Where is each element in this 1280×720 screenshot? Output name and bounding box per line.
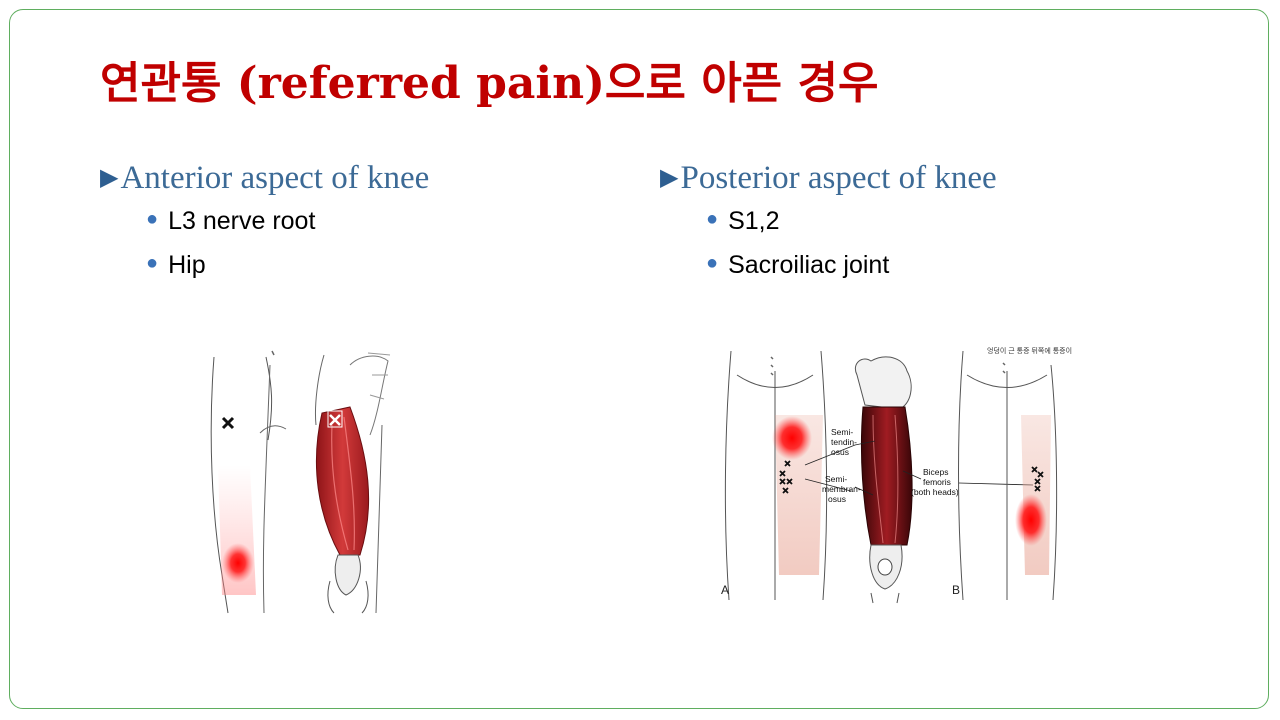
label-semimembranosus-2: membran-: [822, 484, 861, 494]
label-biceps-2: femoris: [923, 477, 951, 487]
label-biceps-1: Biceps: [923, 467, 949, 477]
corner-note: 엉덩이 근 통증 뒤쪽에 통증이: [987, 346, 1072, 355]
hamstring-pain-spot-a: [772, 416, 812, 460]
triangle-bullet-icon: ▶: [100, 165, 119, 191]
triangle-bullet-icon: ▶: [660, 165, 679, 191]
anterior-heading: ▶Anterior aspect of knee: [100, 158, 429, 198]
list-item: ●S1,2: [706, 207, 780, 235]
quadriceps-muscle: [315, 406, 370, 556]
slide-frame: [9, 9, 1269, 709]
bullet-dot-icon: ●: [706, 208, 719, 230]
posterior-heading-text: Posterior aspect of knee: [680, 160, 997, 196]
knee-pain-spot: [222, 543, 254, 583]
anterior-knee-svg: [210, 350, 391, 614]
hamstring-muscle: [860, 406, 913, 546]
label-semitendinosus-3: osus: [831, 447, 849, 457]
label-semimembranosus-3: osus: [828, 494, 846, 504]
stipple-pain-area-b: [1021, 415, 1051, 575]
panel-a-label: A: [721, 583, 729, 597]
label-semitendinosus-2: tendin-: [831, 437, 857, 447]
list-item: ●L3 nerve root: [146, 207, 316, 235]
bullet-dot-icon: ●: [706, 252, 719, 274]
posterior-bullet-list: ●S1,2 ●Sacroiliac joint: [706, 200, 889, 288]
trigger-points-b: [1031, 466, 1044, 492]
trigger-point-icon: [221, 416, 235, 430]
bullet-dot-icon: ●: [146, 208, 159, 230]
anterior-heading-text: Anterior aspect of knee: [120, 160, 430, 196]
leader-lines: [804, 440, 1034, 496]
knee-pain-spot-b: [1015, 494, 1047, 546]
anterior-knee-illustration: [200, 345, 400, 620]
posterior-knee-illustration: A Semi- tendin- osus Semi- membran- osus…: [695, 345, 1105, 605]
list-item: ●Hip: [146, 251, 206, 279]
label-biceps-3: (both heads): [911, 487, 959, 497]
slide-title: 연관통 (referred pain)으로 아픈 경우: [100, 58, 879, 109]
posterior-heading: ▶Posterior aspect of knee: [660, 158, 997, 198]
posterior-knee-svg: A Semi- tendin- osus Semi- membran- osus…: [721, 346, 1072, 604]
label-semimembranosus-1: Semi-: [825, 474, 847, 484]
list-item: ●Sacroiliac joint: [706, 251, 890, 279]
anterior-bullet-list: ●L3 nerve root ●Hip: [146, 200, 315, 288]
panel-b-label: B: [952, 583, 960, 597]
label-semitendinosus-1: Semi-: [831, 427, 853, 437]
bullet-dot-icon: ●: [146, 252, 159, 274]
trigger-points-a: [779, 460, 793, 494]
